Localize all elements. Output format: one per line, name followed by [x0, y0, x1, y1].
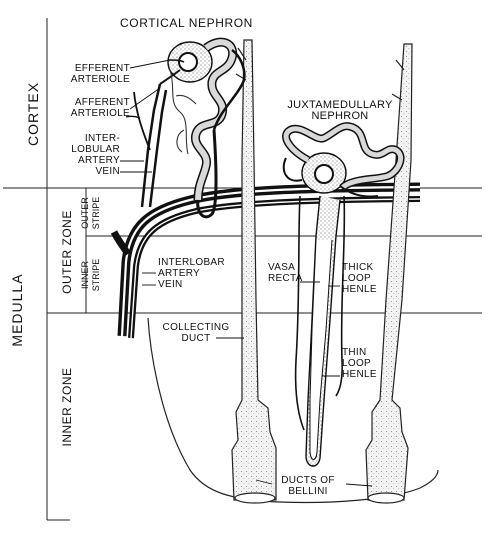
- thin-line-3: HENLE: [342, 369, 377, 380]
- interlobar-line-2: ARTERY: [158, 268, 201, 279]
- cortical-afferent-arteriole: [159, 69, 181, 85]
- vasa-line-2: RECTA: [268, 273, 303, 284]
- interlobular-vein: [148, 89, 168, 208]
- label-ducts-of-bellini: DUCTS OF BELLINI: [268, 475, 348, 497]
- afferent-line-1: AFFERENT: [74, 97, 130, 108]
- vasa-line-1: VASA: [268, 262, 296, 273]
- interlobular-line-4: VEIN: [95, 166, 120, 177]
- thin-line-2: LOOP: [342, 358, 371, 369]
- juxta-proximal-tubule-fill: [283, 123, 403, 190]
- thick-line-3: HENLE: [342, 284, 377, 295]
- label-collecting-duct: COLLECTING DUCT: [156, 322, 236, 344]
- leader-efferent: [129, 59, 171, 69]
- cortical-loop: [196, 129, 218, 219]
- region-label-outer-stripe: OUTER STRIPE: [80, 188, 102, 238]
- collecting-line-1: COLLECTING: [162, 322, 230, 333]
- cortical-nephron: [159, 37, 246, 219]
- label-interlobular: INTER- LOBULAR ARTERY VEIN: [40, 133, 120, 177]
- collecting-duct-left: [231, 39, 277, 501]
- cortical-capillary-net: [169, 69, 197, 155]
- juxtamedullary-line-1: JUXTAMEDULLARY: [287, 99, 393, 111]
- label-afferent-arteriole: AFFERENT ARTERIOLE: [40, 97, 130, 119]
- interlobular-line-3: ARTERY: [77, 155, 120, 166]
- juxta-glomerulus: [314, 164, 334, 184]
- duct-of-bellini-right-opening: [367, 492, 405, 504]
- title-juxtamedullary-nephron: JUXTAMEDULLARY NEPHRON: [280, 100, 400, 122]
- collecting-line-2: DUCT: [181, 333, 211, 344]
- duct-branch-right: [391, 59, 405, 101]
- interlobular-line-1: INTER-: [84, 133, 120, 144]
- region-label-medulla: MEDULLA: [9, 273, 25, 347]
- loop-of-henle-inner: [309, 239, 333, 460]
- juxta-efferent: [339, 185, 379, 198]
- interlobular-line-2: LOBULAR: [71, 144, 120, 155]
- bellini-line-1: DUCTS OF: [281, 475, 335, 486]
- cortical-distal-tubule: [212, 49, 246, 131]
- juxta-capsule-loop-left: [282, 157, 303, 182]
- interlobular-vessels: [125, 83, 168, 208]
- outer-stripe-line-2: STRIPE: [91, 196, 101, 230]
- thick-line-2: LOOP: [342, 273, 371, 284]
- interlobar-line-1: INTERLOBAR: [158, 257, 225, 268]
- label-efferent-arteriole: EFFERENT ARTERIOLE: [40, 63, 130, 85]
- vasa-recta: [294, 195, 346, 431]
- leader-lines: [120, 59, 373, 487]
- thick-line-1: THICK: [342, 262, 374, 273]
- leader-bellini-left: [255, 479, 273, 485]
- leader-bellini-right: [345, 483, 373, 487]
- label-interlobar: INTERLOBAR ARTERY VEIN: [158, 257, 225, 290]
- juxtamedullary-nephron: [282, 122, 405, 467]
- leader-afferent: [129, 87, 161, 110]
- efferent-line-2: ARTERIOLE: [70, 74, 130, 85]
- region-label-inner-zone: INNER ZONE: [60, 367, 74, 447]
- thin-line-1: THIN: [342, 347, 367, 358]
- vein-branch-left-2: [125, 115, 141, 119]
- inner-stripe-line-1: INNER: [80, 261, 90, 290]
- region-label-outer-zone: OUTER ZONE: [60, 210, 74, 294]
- title-cortical-nephron: CORTICAL NEPHRON: [120, 16, 253, 30]
- afferent-line-2: ARTERIOLE: [70, 108, 130, 119]
- interlobar-line-3: VEIN: [158, 279, 183, 290]
- bellini-line-2: BELLINI: [288, 486, 328, 497]
- cortical-glomerulus: [178, 52, 198, 72]
- outer-stripe-line-1: OUTER: [80, 197, 90, 229]
- region-label-cortex: CORTEX: [25, 81, 41, 147]
- interlobar-branch: [110, 230, 131, 256]
- region-label-inner-stripe: INNER STRIPE: [80, 250, 102, 300]
- label-thick-loop-henle: THICK LOOP HENLE: [342, 262, 377, 295]
- duct-of-bellini-left-opening: [234, 492, 276, 504]
- interlobular-artery: [140, 83, 162, 208]
- vein-branch-left: [133, 91, 151, 151]
- label-thin-loop-henle: THIN LOOP HENLE: [342, 347, 377, 380]
- label-vasa-recta: VASA RECTA: [268, 262, 303, 284]
- efferent-line-1: EFFERENT: [74, 63, 130, 74]
- juxtamedullary-line-2: NEPHRON: [311, 110, 369, 122]
- inner-stripe-line-2: STRIPE: [91, 258, 101, 292]
